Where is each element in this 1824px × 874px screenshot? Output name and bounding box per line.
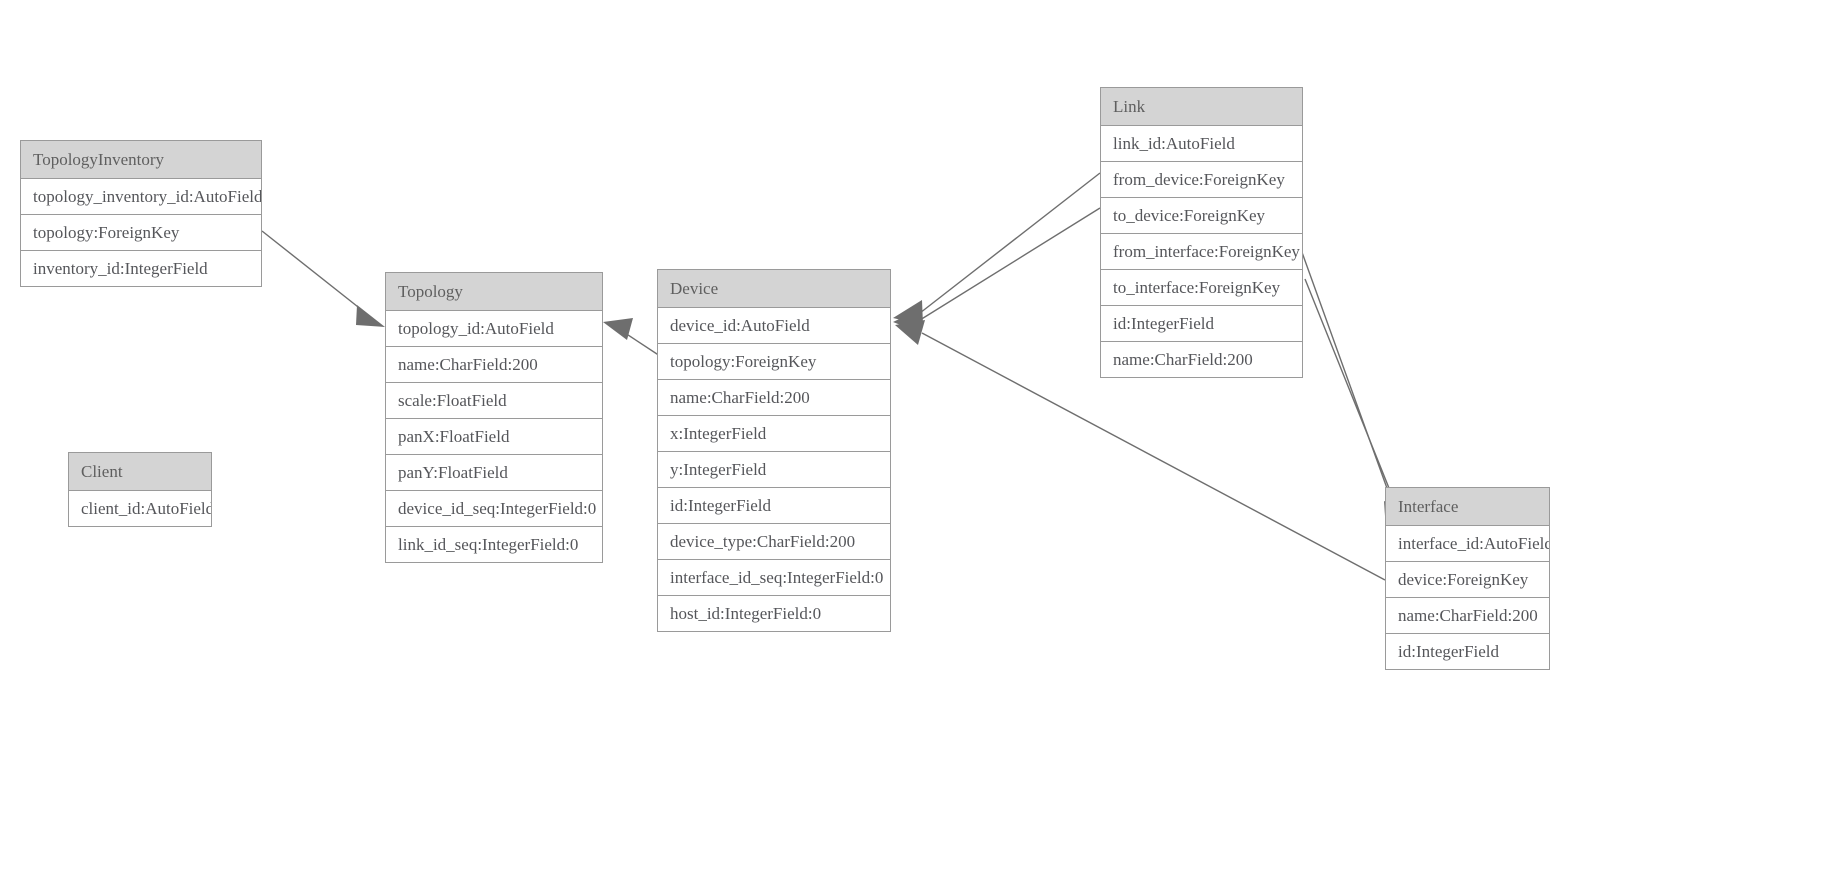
entity-field: y:IntegerField	[658, 452, 890, 488]
entity-title-interface: Interface	[1386, 488, 1549, 526]
edge-topologyinventory-topology	[261, 230, 385, 327]
entity-field: id:IntegerField	[658, 488, 890, 524]
entity-title-topology: Topology	[386, 273, 602, 311]
entity-link[interactable]: Link link_id:AutoField from_device:Forei…	[1100, 87, 1303, 378]
entity-title-link: Link	[1101, 88, 1302, 126]
entity-field: link_id_seq:IntegerField:0	[386, 527, 602, 562]
edge-link-from-device	[893, 172, 1101, 325]
entity-field: interface_id:AutoField	[1386, 526, 1549, 562]
entity-field: from_interface:ForeignKey	[1101, 234, 1302, 270]
entity-field: device:ForeignKey	[1386, 562, 1549, 598]
entity-field: x:IntegerField	[658, 416, 890, 452]
entity-field: to_interface:ForeignKey	[1101, 270, 1302, 306]
entity-device[interactable]: Device device_id:AutoField topology:Fore…	[657, 269, 891, 632]
entity-title-client: Client	[69, 453, 211, 491]
entity-field: name:CharField:200	[1386, 598, 1549, 634]
entity-field: id:IntegerField	[1101, 306, 1302, 342]
entity-field: name:CharField:200	[658, 380, 890, 416]
entity-field: inventory_id:IntegerField	[21, 251, 261, 286]
entity-field: topology:ForeignKey	[658, 344, 890, 380]
entity-topology-inventory[interactable]: TopologyInventory topology_inventory_id:…	[20, 140, 262, 287]
entity-field: topology:ForeignKey	[21, 215, 261, 251]
entity-field: interface_id_seq:IntegerField:0	[658, 560, 890, 596]
entity-field: device_type:CharField:200	[658, 524, 890, 560]
edge-link-to-device	[893, 207, 1101, 333]
edge-device-topology	[603, 318, 661, 357]
entity-interface[interactable]: Interface interface_id:AutoField device:…	[1385, 487, 1550, 670]
entity-client[interactable]: Client client_id:AutoField	[68, 452, 212, 527]
entity-field: host_id:IntegerField:0	[658, 596, 890, 631]
entity-field: name:CharField:200	[386, 347, 602, 383]
entity-topology[interactable]: Topology topology_id:AutoField name:Char…	[385, 272, 603, 563]
entity-field: panY:FloatField	[386, 455, 602, 491]
entity-title-device: Device	[658, 270, 890, 308]
entity-field: device_id:AutoField	[658, 308, 890, 344]
entity-field: client_id:AutoField	[69, 491, 211, 526]
entity-field: name:CharField:200	[1101, 342, 1302, 377]
entity-field: link_id:AutoField	[1101, 126, 1302, 162]
entity-field: device_id_seq:IntegerField:0	[386, 491, 602, 527]
entity-field: panX:FloatField	[386, 419, 602, 455]
entity-field: to_device:ForeignKey	[1101, 198, 1302, 234]
entity-field: id:IntegerField	[1386, 634, 1549, 669]
entity-field: topology_id:AutoField	[386, 311, 602, 347]
entity-title-topology-inventory: TopologyInventory	[21, 141, 261, 179]
entity-field: from_device:ForeignKey	[1101, 162, 1302, 198]
entity-field: scale:FloatField	[386, 383, 602, 419]
entity-field: topology_inventory_id:AutoField	[21, 179, 261, 215]
